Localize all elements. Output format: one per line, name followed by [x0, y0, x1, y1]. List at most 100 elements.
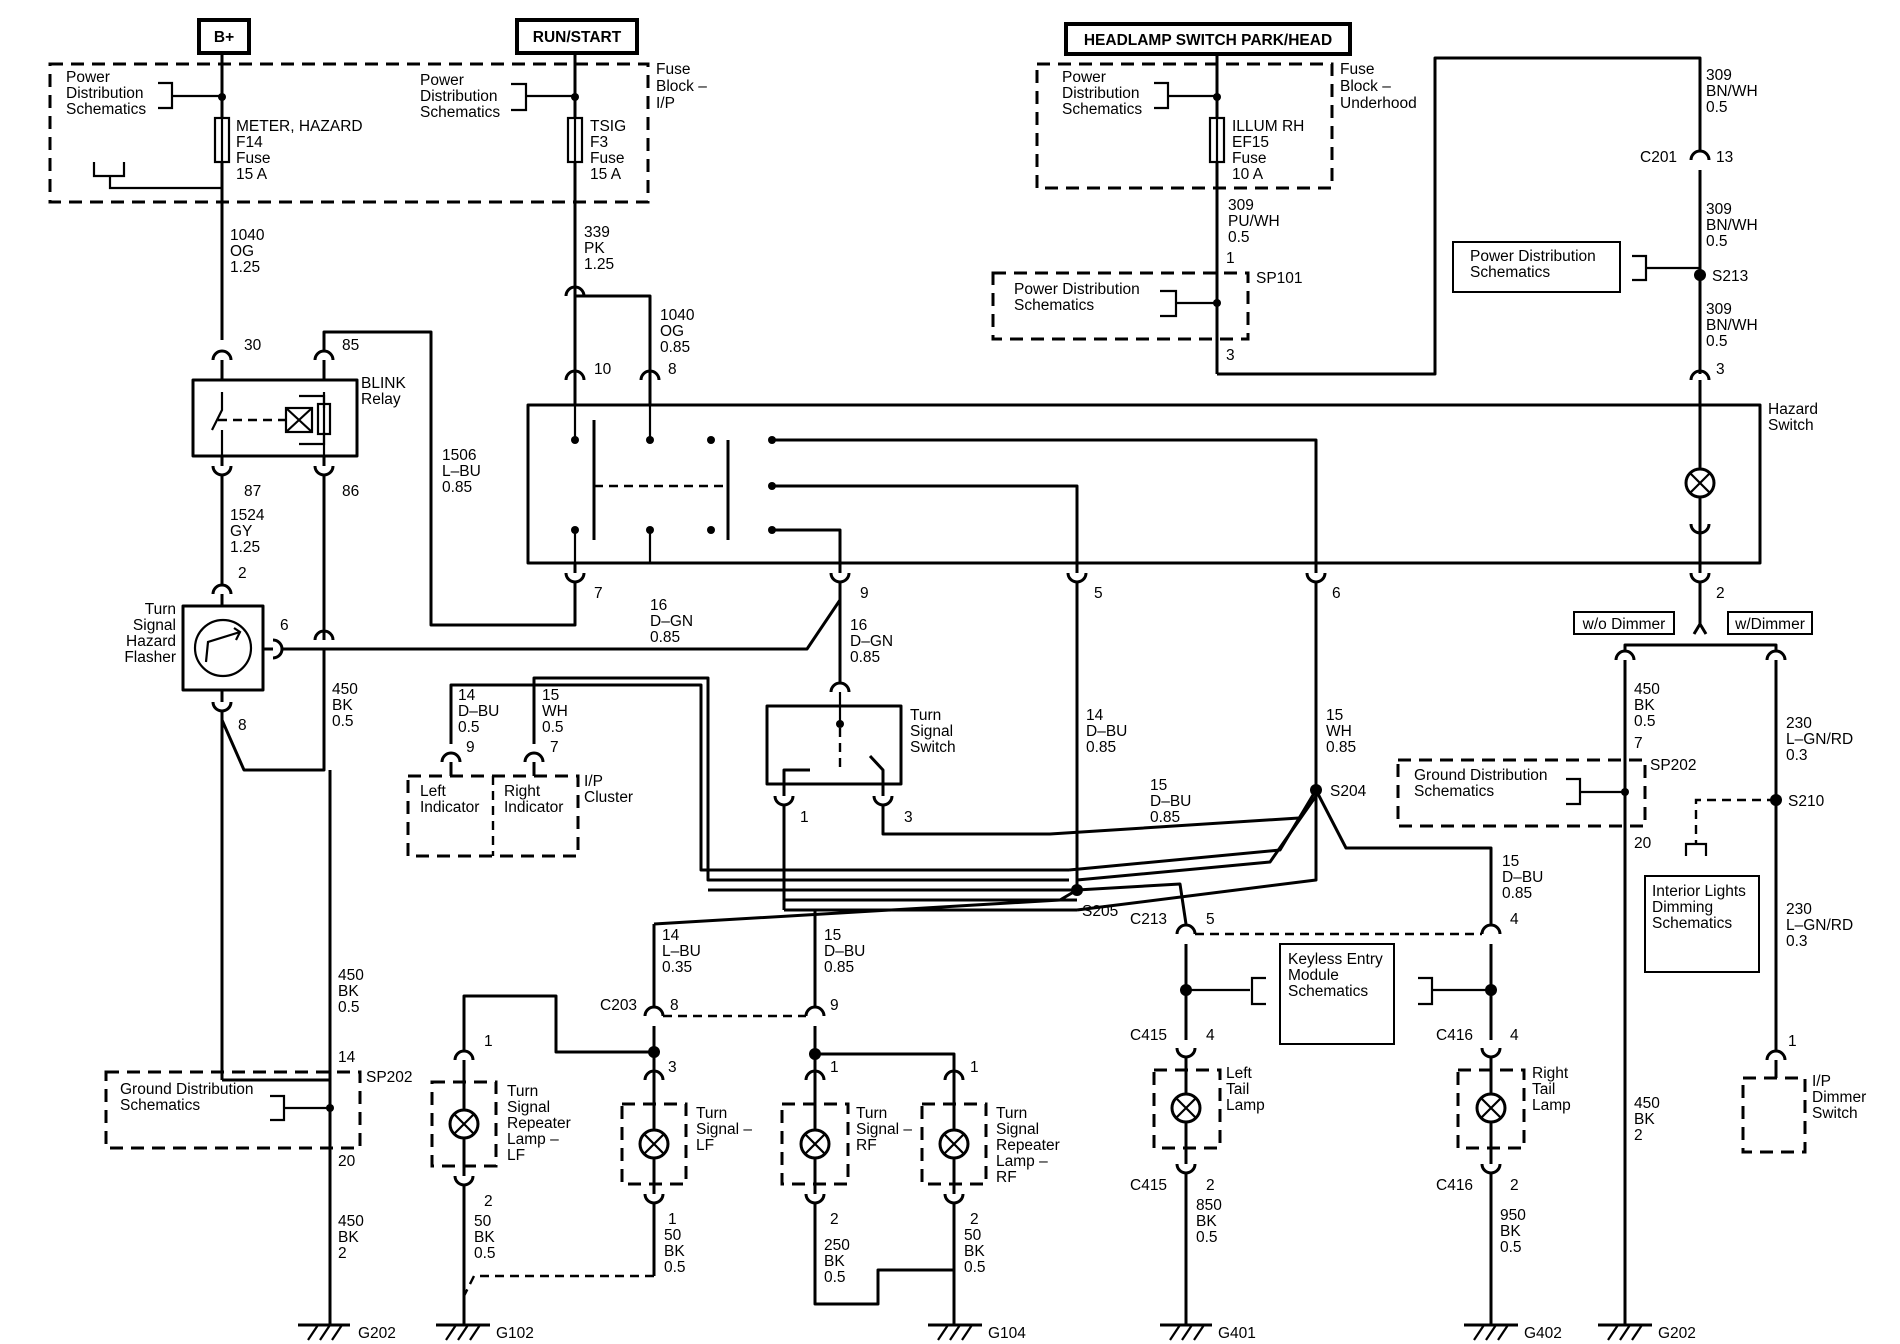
fuse-ef15: ILLUM RH EF15 Fuse 10 A	[1208, 116, 1304, 183]
svg-text:w/o Dimmer: w/o Dimmer	[1582, 616, 1666, 633]
fuse-f3: TSIG F3 Fuse 15 A	[566, 116, 626, 183]
svg-text:2: 2	[338, 1245, 347, 1262]
wire-to-s204-b	[1076, 795, 1318, 882]
svg-text:Left: Left	[1226, 1065, 1253, 1082]
tss-pin-1	[773, 795, 795, 807]
flasher-pin-6	[272, 638, 284, 660]
svg-text:0.5: 0.5	[1500, 1239, 1522, 1256]
relay-pin-86	[313, 465, 335, 477]
svg-text:Fuse: Fuse	[236, 150, 270, 167]
svg-text:0.35: 0.35	[662, 959, 692, 976]
svg-text:Signal –: Signal –	[696, 1121, 752, 1138]
svg-text:C416: C416	[1436, 1027, 1473, 1044]
svg-text:L–BU: L–BU	[662, 943, 701, 960]
svg-text:0.5: 0.5	[458, 719, 480, 736]
svg-text:SP202: SP202	[1650, 757, 1697, 774]
svg-text:Module: Module	[1288, 967, 1339, 984]
svg-text:OG: OG	[660, 323, 684, 340]
flasher-pin-8	[211, 701, 233, 713]
svg-text:0.5: 0.5	[542, 719, 564, 736]
svg-text:14: 14	[1086, 707, 1104, 724]
svg-text:16: 16	[650, 597, 667, 614]
svg-text:0.5: 0.5	[664, 1259, 686, 1276]
svg-text:RF: RF	[996, 1169, 1017, 1186]
c213-pin-5	[1175, 923, 1197, 935]
svg-text:BK: BK	[1634, 1111, 1655, 1128]
svg-text:C201: C201	[1640, 149, 1677, 166]
svg-text:C415: C415	[1130, 1027, 1167, 1044]
svg-text:SP202: SP202	[366, 1069, 413, 1086]
s210-dimming-tap	[1694, 798, 1776, 844]
svg-text:Power Distribution: Power Distribution	[1470, 248, 1596, 265]
svg-text:309: 309	[1706, 301, 1732, 318]
svg-text:15: 15	[1502, 853, 1519, 870]
svg-text:C416: C416	[1436, 1177, 1473, 1194]
svg-text:I/P: I/P	[584, 773, 603, 790]
svg-text:850: 850	[1196, 1197, 1222, 1214]
svg-text:9: 9	[860, 585, 869, 602]
svg-text:450: 450	[338, 967, 364, 984]
svg-text:1: 1	[800, 809, 809, 826]
label-w309a: 309 PU/WH 0.5	[1228, 197, 1280, 246]
label-w15d: 15 D–BU 0.85	[1502, 853, 1543, 902]
svg-text:F14: F14	[236, 134, 263, 151]
svg-text:1: 1	[484, 1033, 493, 1050]
svg-text:Fuse: Fuse	[1340, 61, 1374, 78]
svg-text:14: 14	[458, 687, 476, 704]
svg-text:Dimming: Dimming	[1652, 899, 1713, 916]
wire-450-bk-flasher	[220, 476, 335, 772]
svg-text:50: 50	[664, 1227, 682, 1244]
svg-text:Schematics: Schematics	[420, 104, 500, 121]
hs-pin-7	[564, 572, 586, 584]
svg-text:10: 10	[594, 361, 612, 378]
svg-text:Power: Power	[66, 69, 110, 86]
svg-text:Repeater: Repeater	[507, 1115, 571, 1132]
wire-to-s204-c	[1076, 790, 1318, 912]
tss-input	[829, 681, 851, 693]
svg-text:TSIG: TSIG	[590, 118, 626, 135]
svg-text:0.5: 0.5	[474, 1245, 496, 1262]
hs-pin-6	[1305, 572, 1327, 584]
svg-text:450: 450	[1634, 1095, 1660, 1112]
pds-label-3: Power Distribution Schematics	[1062, 69, 1217, 118]
label-w450d: 450 BK 2	[338, 1213, 364, 1262]
svg-text:3: 3	[1226, 347, 1235, 364]
svg-text:4: 4	[1510, 1027, 1519, 1044]
svg-text:230: 230	[1786, 715, 1812, 732]
label-w50c: 50 BK 0.5	[964, 1227, 986, 1276]
lamp-repeater-lf: Turn Signal Repeater Lamp – LF	[430, 1049, 571, 1187]
svg-text:Underhood: Underhood	[1340, 95, 1417, 112]
svg-text:50: 50	[474, 1213, 492, 1230]
svg-text:250: 250	[824, 1237, 850, 1254]
pds-label-1: Power Distribution Schematics	[66, 69, 222, 118]
svg-text:15: 15	[1150, 777, 1167, 794]
svg-text:D–BU: D–BU	[1502, 869, 1543, 886]
svg-text:Relay: Relay	[361, 391, 401, 408]
svg-text:D–GN: D–GN	[850, 633, 893, 650]
svg-text:0.5: 0.5	[1228, 229, 1250, 246]
svg-text:14: 14	[338, 1049, 356, 1066]
svg-text:8: 8	[238, 717, 247, 734]
svg-text:0.85: 0.85	[1502, 885, 1532, 902]
svg-text:Signal: Signal	[507, 1099, 550, 1116]
svg-text:Switch: Switch	[910, 739, 956, 756]
label-w339: 339 PK 1.25	[584, 224, 614, 273]
svg-text:BN/WH: BN/WH	[1706, 83, 1758, 100]
svg-text:I/P: I/P	[656, 95, 675, 112]
svg-text:1.25: 1.25	[230, 259, 260, 276]
svg-text:S210: S210	[1788, 793, 1825, 810]
svg-text:1: 1	[668, 1211, 677, 1228]
svg-text:5: 5	[1206, 911, 1215, 928]
svg-text:Block –: Block –	[1340, 78, 1391, 95]
svg-text:D–BU: D–BU	[458, 703, 499, 720]
ground-g401: G401	[1160, 1323, 1256, 1342]
hs-pin-5	[1066, 572, 1088, 584]
svg-text:Power: Power	[420, 72, 464, 89]
svg-text:15: 15	[1326, 707, 1343, 724]
tss-pin3-right	[881, 806, 1300, 836]
svg-text:3: 3	[668, 1059, 677, 1076]
svg-text:BK: BK	[1196, 1213, 1217, 1230]
label-w450e: 450 BK 2	[1634, 1095, 1660, 1144]
label-w15b: 15 WH 0.85	[1326, 707, 1356, 756]
svg-text:Schematics: Schematics	[1652, 915, 1732, 932]
